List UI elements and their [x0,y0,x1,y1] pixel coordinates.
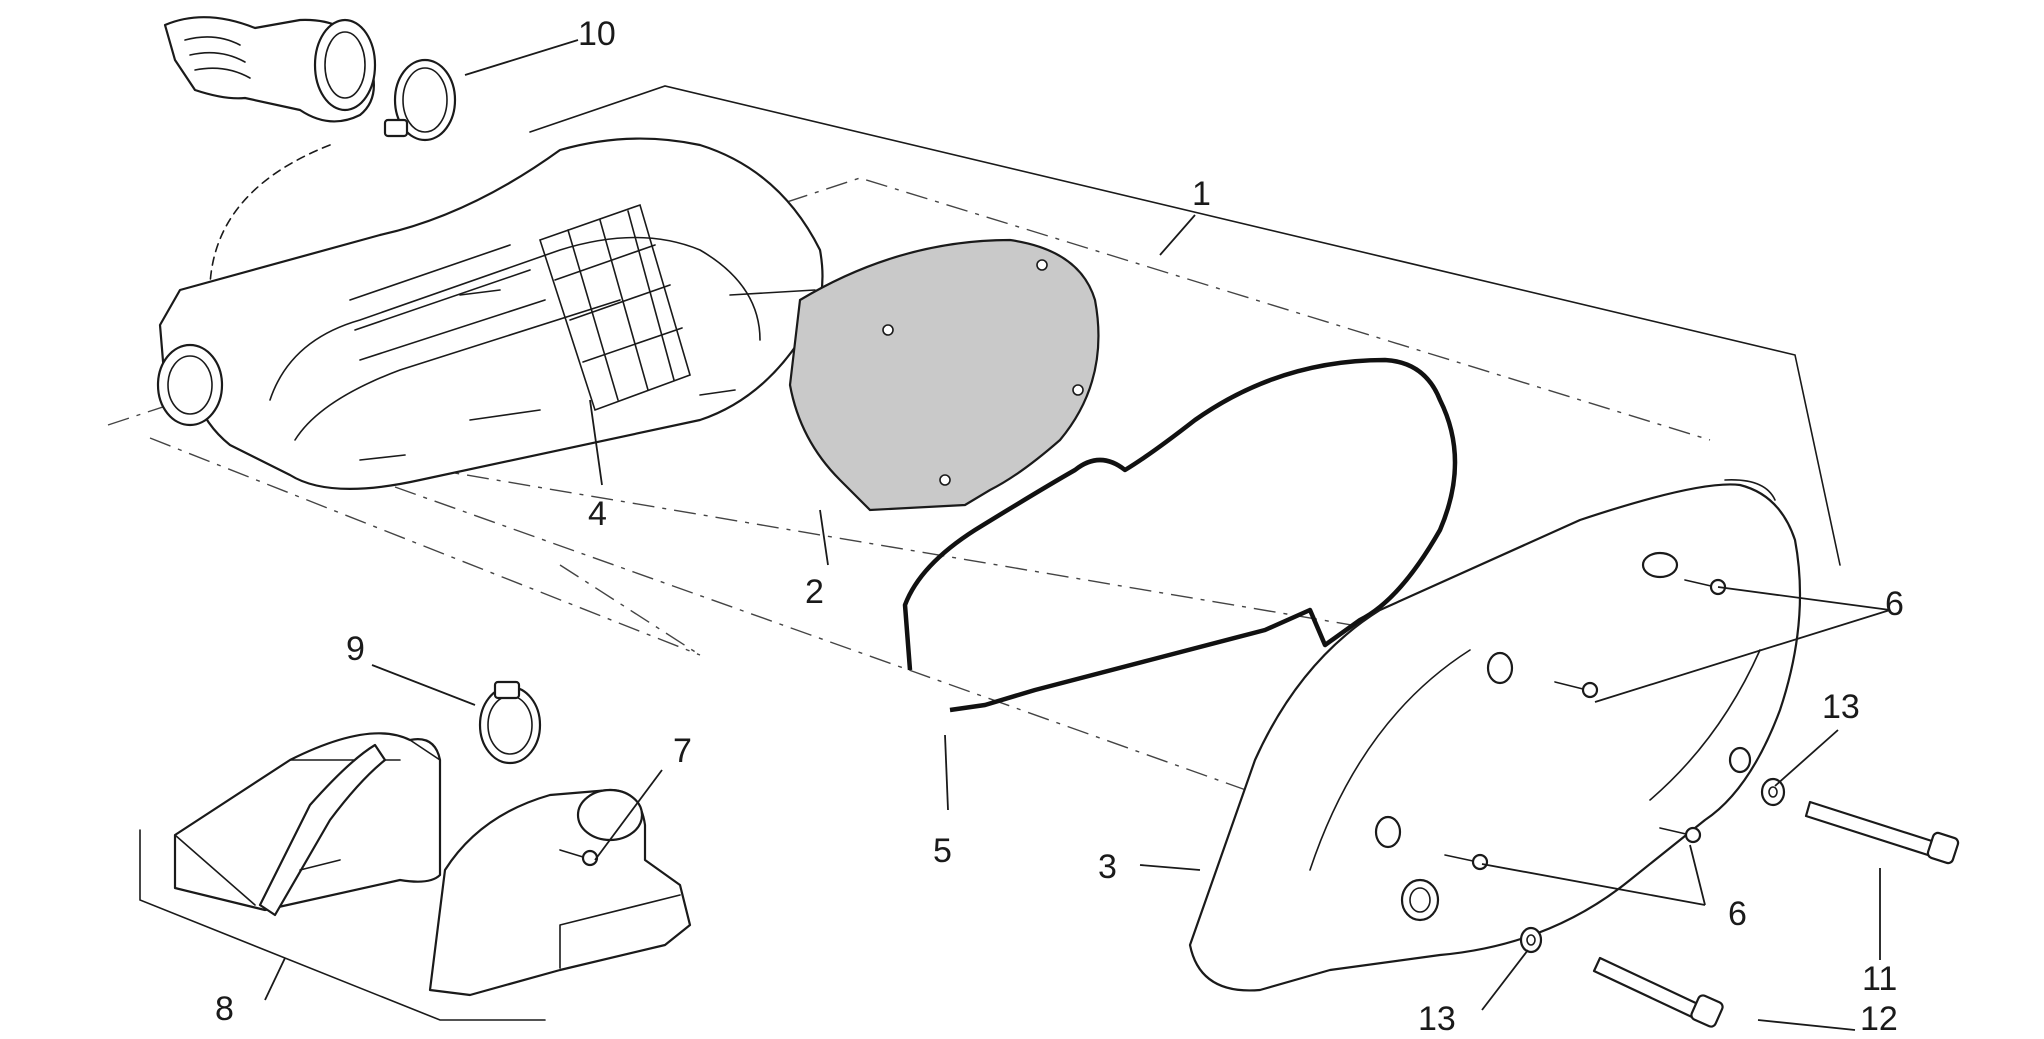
inlet-piece [428,788,692,997]
screw-icon [1444,853,1489,871]
washer-13a [1760,777,1786,807]
hose-clamp-9 [478,680,542,765]
filter-element [788,238,1100,512]
long-bolt-11 [1804,800,1960,865]
callout-13b: 13 [1418,1000,1456,1038]
long-bolt-12 [1592,956,1724,1028]
filter-housing [156,137,824,490]
callout-7: 7 [673,732,692,770]
callout-12: 12 [1860,1000,1898,1038]
leader-lines [264,39,1891,1031]
hose-clamp-top [383,58,457,142]
callout-4: 4 [588,495,607,533]
callout-5: 5 [933,832,952,870]
callout-10: 10 [578,15,616,53]
callout-6a: 6 [1885,585,1904,623]
callout-13a: 13 [1822,688,1860,726]
washer-13b [1519,926,1543,954]
callout-6b: 6 [1728,895,1747,933]
cover-screws [1444,578,1727,871]
callout-labels: 10 1 4 2 6 9 7 13 5 3 6 11 8 12 13 [215,15,1904,1038]
intake-duct [173,732,442,917]
callout-9: 9 [346,630,365,668]
callout-3: 3 [1098,848,1117,886]
intake-hose [163,16,377,123]
screw-icon [1659,826,1702,844]
callout-1: 1 [1192,175,1211,213]
screw-icon [1554,681,1599,699]
filter-cover [1188,479,1802,992]
bracket-8 [139,829,546,1021]
gasket [902,357,1458,713]
callout-8: 8 [215,990,234,1028]
callout-2: 2 [805,573,824,611]
callout-11: 11 [1862,960,1897,998]
housing-grid [538,203,691,412]
